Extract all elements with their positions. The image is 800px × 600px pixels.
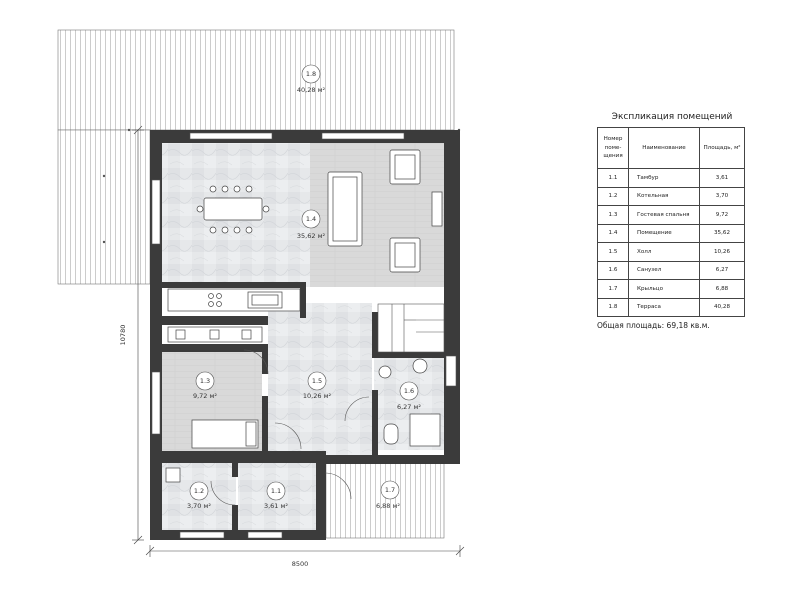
cell-area: 6,27	[699, 260, 745, 280]
explication-table: Номер поме- щения Наименование Площадь, …	[597, 127, 745, 317]
header-name: Наименование	[628, 127, 700, 169]
cell-area: 10,26	[699, 242, 745, 262]
explication-title: Экспликация помещений	[611, 112, 733, 122]
table-header-row: Номер поме- щения Наименование Площадь, …	[597, 127, 745, 169]
width-dimension: 8500	[292, 560, 309, 568]
explication-panel: Экспликация помещений Номер поме- щения …	[597, 112, 747, 330]
cell-number: 1.7	[597, 279, 629, 299]
room-area: 35,62 м²	[297, 232, 326, 240]
cell-number: 1.6	[597, 260, 629, 280]
room-marker	[301, 209, 321, 229]
cell-name: Тамбур	[628, 168, 700, 188]
room-marker	[195, 371, 215, 391]
room-marker	[307, 371, 327, 391]
cell-name: Помещение	[628, 223, 700, 243]
height-dimension: 10780	[119, 325, 127, 346]
cell-name: Терраса	[628, 297, 700, 317]
room-area: 10,26 м²	[303, 392, 332, 400]
room-marker	[399, 381, 419, 401]
cell-number: 1.8	[597, 297, 629, 317]
room-area: 6,27 м²	[397, 403, 421, 411]
door-swings	[210, 349, 370, 506]
cell-number: 1.1	[597, 168, 629, 188]
cell-name: Котельная	[628, 186, 700, 206]
room-marker	[380, 480, 400, 500]
cell-number: 1.5	[597, 242, 629, 262]
furniture	[165, 149, 443, 483]
room-number: 1.8	[306, 70, 316, 78]
cell-number: 1.2	[597, 186, 629, 206]
dimension-lines	[132, 125, 465, 557]
room-area: 6,88 м²	[376, 502, 400, 510]
room-number: 1.7	[385, 486, 395, 494]
cell-area: 35,62	[699, 223, 745, 243]
room-number: 1.6	[404, 387, 414, 395]
stairs	[377, 303, 445, 353]
header-number: Номер поме- щения	[597, 127, 629, 169]
porch-deck	[325, 462, 445, 539]
room-number: 1.4	[306, 215, 316, 223]
cell-area: 9,72	[699, 205, 745, 225]
room-area: 9,72 м²	[193, 392, 217, 400]
cell-area: 40,28	[699, 297, 745, 317]
cell-name: Гостевая спальня	[628, 205, 700, 225]
room-area: 3,70 м²	[187, 502, 211, 510]
room-number: 1.1	[271, 487, 281, 495]
room-number: 1.3	[200, 377, 210, 385]
header-area: Площадь, м²	[699, 127, 745, 169]
cell-number: 1.4	[597, 223, 629, 243]
cell-name: Холл	[628, 242, 700, 262]
cell-area: 3,61	[699, 168, 745, 188]
cell-name: Санузел	[628, 260, 700, 280]
cell-name: Крыльцо	[628, 279, 700, 299]
cell-number: 1.3	[597, 205, 629, 225]
room-number: 1.5	[312, 377, 322, 385]
room-area: 40,28 м²	[297, 86, 326, 94]
room-area: 3,61 м²	[264, 502, 288, 510]
room-marker	[189, 481, 209, 501]
windows	[151, 132, 457, 539]
cell-area: 6,88	[699, 279, 745, 299]
terrace	[57, 29, 461, 285]
room-number: 1.2	[194, 487, 204, 495]
total-area: Общая площадь: 69,18 кв.м.	[597, 321, 710, 330]
room-marker	[266, 481, 286, 501]
cell-area: 3,70	[699, 186, 745, 206]
room-marker	[301, 64, 321, 84]
